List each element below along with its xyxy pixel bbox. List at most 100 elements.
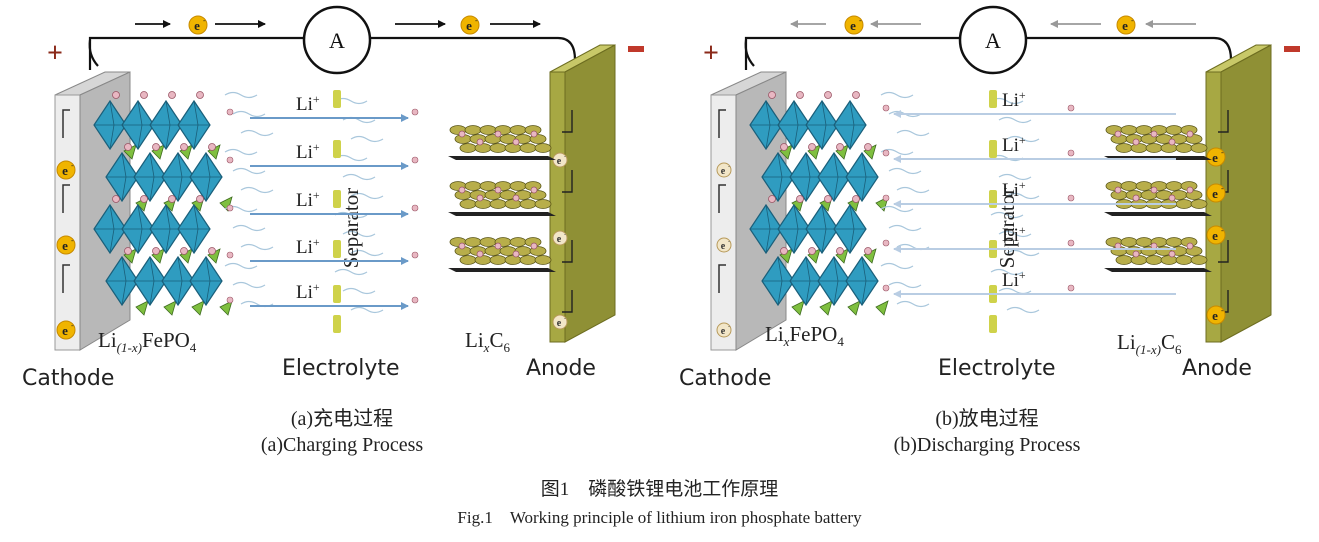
graphite-shadow (448, 212, 556, 216)
electron-charge: - (859, 16, 862, 25)
lithium-ion-dot (796, 91, 804, 99)
lithium-ion-dot (411, 108, 419, 116)
electron-symbol: e (557, 234, 562, 245)
current-arrow (562, 290, 573, 313)
lithium-ion-dot (140, 195, 148, 203)
lithium-ion-dot (1067, 194, 1075, 202)
graphite-hex (489, 199, 507, 209)
electrolyte-solvent (232, 167, 266, 175)
graphite-hex (489, 255, 507, 265)
cathode-material-a: Li(1-x)FePO4 (98, 328, 197, 356)
tetrahedron-shape (875, 300, 889, 316)
ion-charge: + (313, 92, 320, 106)
graphite-hex (1190, 143, 1208, 153)
lithium-ion-dot (1168, 250, 1176, 258)
lithium-ion-dot (226, 204, 234, 212)
tetrahedron-shape (847, 300, 861, 316)
lithium-ion-label: Li+ (1002, 133, 1026, 156)
electrolyte-solvent (224, 262, 258, 270)
cathode-label-b: Cathode (679, 366, 772, 391)
anode-material-b: Li(1-x)C6 (1117, 330, 1182, 358)
electrolyte-label-b: Electrolyte (938, 356, 1056, 381)
lithium-ion-dot (796, 195, 804, 203)
graphite-hex (479, 181, 497, 191)
ion-charge: + (1019, 88, 1026, 102)
electrolyte-solvent (232, 110, 266, 118)
current-arrow (62, 264, 70, 293)
lithium-ion-dot (768, 91, 776, 99)
electrolyte-solvent (240, 243, 274, 251)
cathode-label-a: Cathode (22, 366, 115, 391)
electrolyte-solvent (880, 91, 914, 99)
electron-icon (552, 314, 568, 330)
separator-segment (989, 315, 997, 333)
lithium-ion-label: Li+ (296, 235, 320, 258)
electron-icon (1116, 15, 1136, 35)
graphite-shadow (1104, 212, 1212, 216)
lithium-ion-dot (512, 194, 520, 202)
graphite-hex (509, 125, 527, 135)
lithium-ion-dot (824, 195, 832, 203)
circuit-wire (88, 36, 303, 70)
lithium-ion-dot (1186, 242, 1194, 250)
graphite-hex (1130, 143, 1148, 153)
graphite-hex (1145, 255, 1163, 265)
lithium-ion-dot (494, 186, 502, 194)
electrolyte-label-a: Electrolyte (282, 356, 400, 381)
lithium-ion-label: Li+ (1002, 178, 1026, 201)
ion-symbol: Li (296, 237, 313, 258)
graphite-hex (1165, 181, 1183, 191)
graphite-hex (534, 255, 552, 265)
lithium-ion-dot (180, 143, 188, 151)
negative-terminal-icon (628, 46, 644, 52)
electron-icon (1206, 147, 1226, 167)
lithium-ion-dot (180, 247, 188, 255)
graphite-shadow (1104, 268, 1212, 272)
cathode-plate-front (710, 94, 737, 351)
graphite-shadow (448, 268, 556, 272)
current-arrow (718, 109, 726, 138)
separator-segment (333, 190, 341, 208)
graphite-hex (1160, 143, 1178, 153)
electron-charge: - (564, 316, 566, 322)
ion-symbol: Li (1002, 135, 1019, 156)
lithium-ion-dot (476, 138, 484, 146)
caption-a-cn: (a)充电过程 (290, 408, 394, 430)
lithium-ion-dot (824, 91, 832, 99)
tetrahedron-shape (191, 300, 205, 316)
graphite-hex (534, 143, 552, 153)
ion-symbol: Li (1002, 225, 1019, 246)
lithium-ion-dot (530, 242, 538, 250)
separator-segment (333, 315, 341, 333)
lithium-ion-dot (1186, 186, 1194, 194)
electron-icon (1206, 183, 1226, 203)
electron-icon (552, 230, 568, 246)
lithium-ion-dot (458, 130, 466, 138)
electrolyte-solvent (998, 230, 1032, 238)
electron-symbol: e (721, 326, 726, 337)
electron-icon (844, 15, 864, 35)
ammeter-label: A (329, 28, 345, 53)
current-arrow (1218, 240, 1229, 263)
octahedron-edge (178, 204, 210, 254)
lithium-ion-dot (458, 242, 466, 250)
electron-icon (188, 15, 208, 35)
ion-symbol: Li (1002, 270, 1019, 291)
lithium-ion-dot (411, 251, 419, 259)
lithium-ion-dot (226, 156, 234, 164)
electron-charge: - (1221, 184, 1224, 193)
panel-discharging: Ae-e-+e-e-e-e-e-e-e-SeparatorLi+Li+Li+Li… (703, 5, 1300, 351)
graphite-hex (489, 143, 507, 153)
panel-charging: Ae-e-+e-e-e-e-e-e-SeparatorLi+Li+Li+Li+L… (47, 5, 644, 351)
lithium-ion-dot (494, 242, 502, 250)
lithium-ion-dot (1132, 250, 1140, 258)
electron-symbol: e (1212, 308, 1218, 323)
electrolyte-solvent (342, 173, 376, 181)
electrolyte-solvent (896, 129, 930, 137)
figure-title-en: Fig.1 Working principle of lithium iron … (457, 508, 862, 527)
electron-symbol: e (721, 166, 726, 177)
graphite-hex (464, 181, 482, 191)
graphite-hex (1120, 181, 1138, 191)
graphite-hex (504, 199, 522, 209)
current-arrow (62, 109, 70, 138)
